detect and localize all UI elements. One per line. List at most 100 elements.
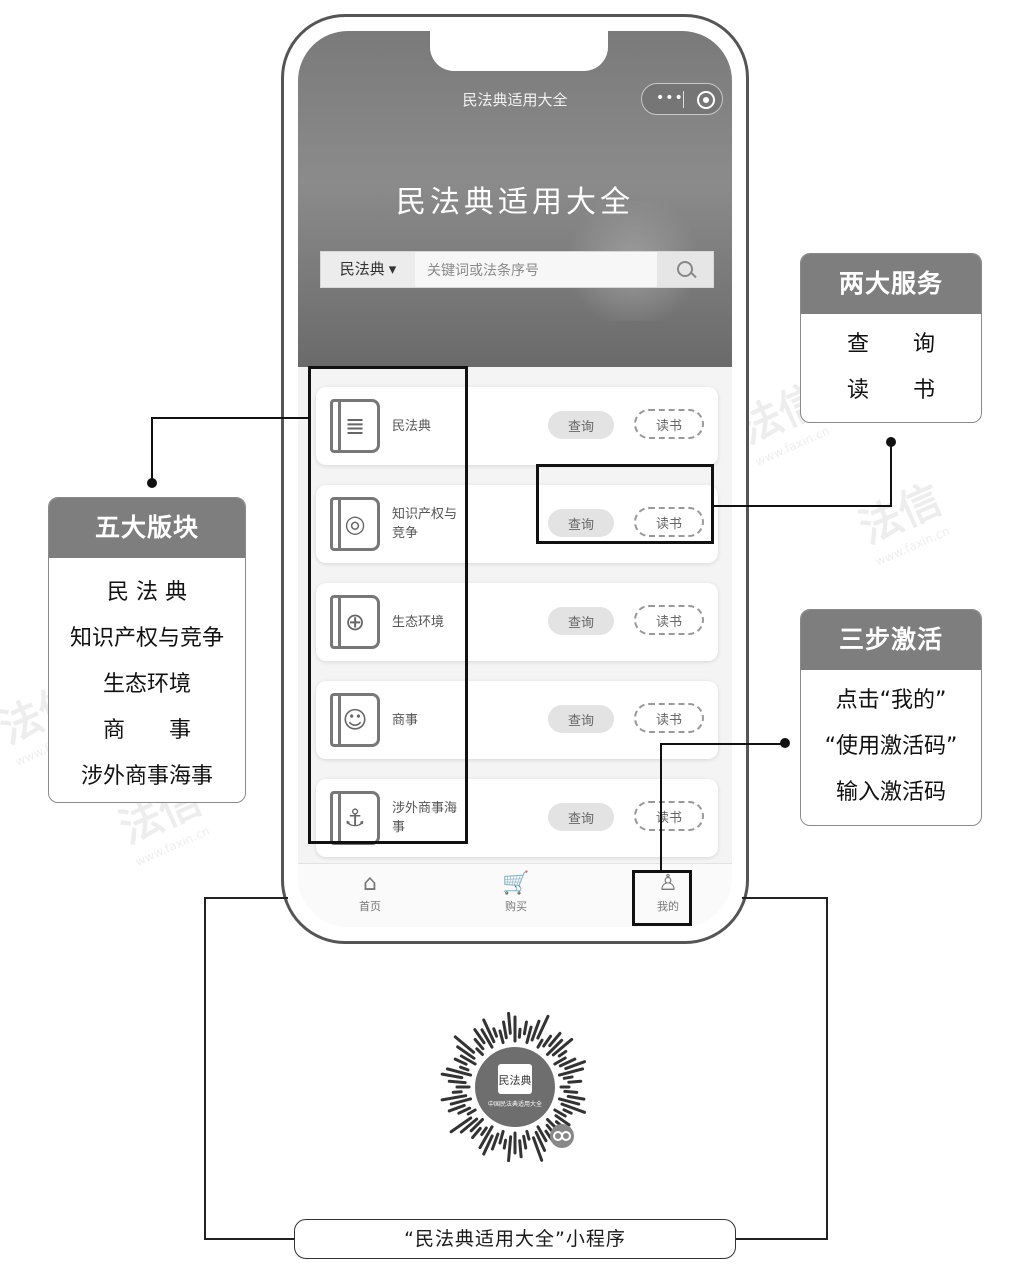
qr-ray: [522, 1020, 528, 1036]
panel-item: 点击“我的”: [835, 688, 947, 713]
qr-ray: [502, 1138, 508, 1150]
three-steps-panel: 三步激活 点击“我的” “使用激活码” 输入激活码: [800, 609, 982, 826]
qr-ray: [447, 1079, 467, 1085]
qr-ray: [558, 1057, 577, 1068]
query-button[interactable]: 查询: [548, 411, 614, 439]
panel-list: 民 法 典 知识产权与竞争 生态环境 商 事 涉外商事海事: [49, 570, 245, 800]
qr-ray: [525, 1129, 531, 1141]
lightbulb-glyph: ◎: [344, 510, 366, 538]
five-sections-panel: 五大版块 民 法 典 知识产权与竞争 生态环境 商 事 涉外商事海事: [48, 497, 246, 803]
section-card-maritime[interactable]: ⚓ 涉外商事海事 查询 读书: [316, 779, 718, 857]
qr-ray: [562, 1108, 573, 1115]
home-icon: ⌂: [363, 871, 377, 896]
qr-ray: [557, 1097, 581, 1106]
connector-line: [714, 505, 892, 507]
miniprogram-capsule[interactable]: •••: [641, 83, 723, 115]
qr-frame-top: [742, 897, 828, 899]
qr-ray: [563, 1089, 579, 1094]
read-button[interactable]: 读书: [634, 409, 704, 439]
qr-ray: [564, 1060, 587, 1071]
connector-line: [151, 417, 153, 483]
person-glyph: ☺: [342, 706, 368, 734]
miniprogram-qr-code[interactable]: 民法典 中国民法典适用大全: [440, 1012, 590, 1162]
tab-purchase[interactable]: 🛒 购买: [476, 870, 556, 922]
qr-ray: [459, 1117, 479, 1134]
qr-ray: [458, 1065, 470, 1072]
capsule-divider: [683, 91, 684, 108]
lightbulb-book-icon: [330, 497, 380, 551]
qr-ray: [553, 1056, 567, 1066]
qr-ray: [548, 1031, 562, 1048]
query-button[interactable]: 查询: [548, 803, 614, 831]
tab-mine[interactable]: ♙ 我的: [628, 870, 708, 922]
panel-item: 生态环境: [102, 672, 191, 697]
cart-icon: 🛒: [502, 871, 530, 896]
panel-list: 查 询 读 书: [801, 322, 981, 414]
qr-ray: [482, 1018, 496, 1044]
qr-ray: [449, 1097, 473, 1106]
read-button[interactable]: 读书: [634, 605, 704, 635]
tab-label: 首页: [359, 900, 381, 913]
person-book-icon: [330, 693, 380, 747]
read-button[interactable]: 读书: [634, 703, 704, 733]
qr-ray: [498, 1129, 505, 1145]
panel-item: 商 事: [102, 718, 191, 743]
qr-ray: [451, 1090, 463, 1094]
section-card-environment[interactable]: ⊕ 生态环境 查询 读书: [316, 583, 718, 661]
qr-ray: [522, 1134, 528, 1150]
more-icon[interactable]: •••: [656, 90, 684, 106]
phone-notch: [430, 31, 608, 71]
qr-ray: [457, 1106, 472, 1115]
qr-frame-right: [826, 897, 828, 1239]
globe-glyph: ⊕: [344, 608, 366, 636]
qr-ray: [478, 1125, 494, 1150]
tab-home[interactable]: ⌂ 首页: [330, 870, 410, 922]
book-stack-icon: [330, 399, 380, 453]
qr-ray: [531, 1136, 544, 1162]
qr-ray: [517, 1027, 522, 1039]
section-card-civil-code[interactable]: ≣ 民法典 查询 读书: [316, 387, 718, 465]
qr-frame-left: [204, 897, 206, 1239]
read-button[interactable]: 读书: [634, 507, 704, 537]
search-input[interactable]: [425, 256, 649, 285]
phone-screen: 民法典适用大全 ••• 民法典适用大全 民法典 ≣ 民法典 查询 读书 ◎ 知识…: [298, 31, 732, 927]
qr-ray: [553, 1108, 567, 1118]
qr-ray: [453, 1035, 476, 1054]
close-miniprogram-icon[interactable]: [697, 91, 715, 109]
qr-ray: [518, 1139, 523, 1159]
qr-ray: [566, 1094, 586, 1101]
miniprogram-caption: “民法典适用大全”小程序: [294, 1219, 736, 1259]
nav-title: 民法典适用大全: [462, 91, 568, 109]
qr-ray: [525, 1025, 533, 1045]
section-card-commercial[interactable]: ☺ 商事 查询 读书: [316, 681, 718, 759]
qr-ray: [482, 1134, 494, 1156]
qr-ray: [560, 1102, 587, 1114]
read-button[interactable]: 读书: [634, 801, 704, 831]
qr-ray: [471, 1126, 482, 1140]
query-button[interactable]: 查询: [548, 509, 614, 537]
query-button[interactable]: 查询: [548, 607, 614, 635]
mine-tab-outline: [632, 870, 692, 926]
qr-frame-top: [204, 897, 288, 899]
query-button[interactable]: 查询: [548, 705, 614, 733]
connector-line: [890, 442, 892, 506]
section-card-ip[interactable]: ◎ 知识产权与竞争 查询 读书: [316, 485, 718, 563]
qr-ray: [445, 1067, 473, 1077]
tab-label: 我的: [657, 900, 679, 913]
qr-ray: [466, 1108, 477, 1116]
qr-ray: [562, 1075, 574, 1080]
two-services-panel: 两大服务 查 询 读 书: [800, 253, 982, 423]
qr-frame-bottom: [204, 1238, 296, 1240]
qr-ray: [536, 1038, 544, 1049]
connector-dot: [780, 738, 790, 748]
user-icon: ♙: [658, 871, 678, 896]
phone-frame: 民法典适用大全 ••• 民法典适用大全 民法典 ≣ 民法典 查询 读书 ◎ 知识…: [281, 14, 749, 944]
section-label: 生态环境: [392, 614, 445, 630]
search-icon[interactable]: [657, 252, 713, 287]
panel-item: 读 书: [846, 378, 935, 403]
qr-ray: [480, 1028, 494, 1049]
search-scope-dropdown[interactable]: 民法典: [321, 252, 415, 287]
qr-ray: [567, 1079, 583, 1084]
book-stack-glyph: ≣: [344, 412, 366, 440]
